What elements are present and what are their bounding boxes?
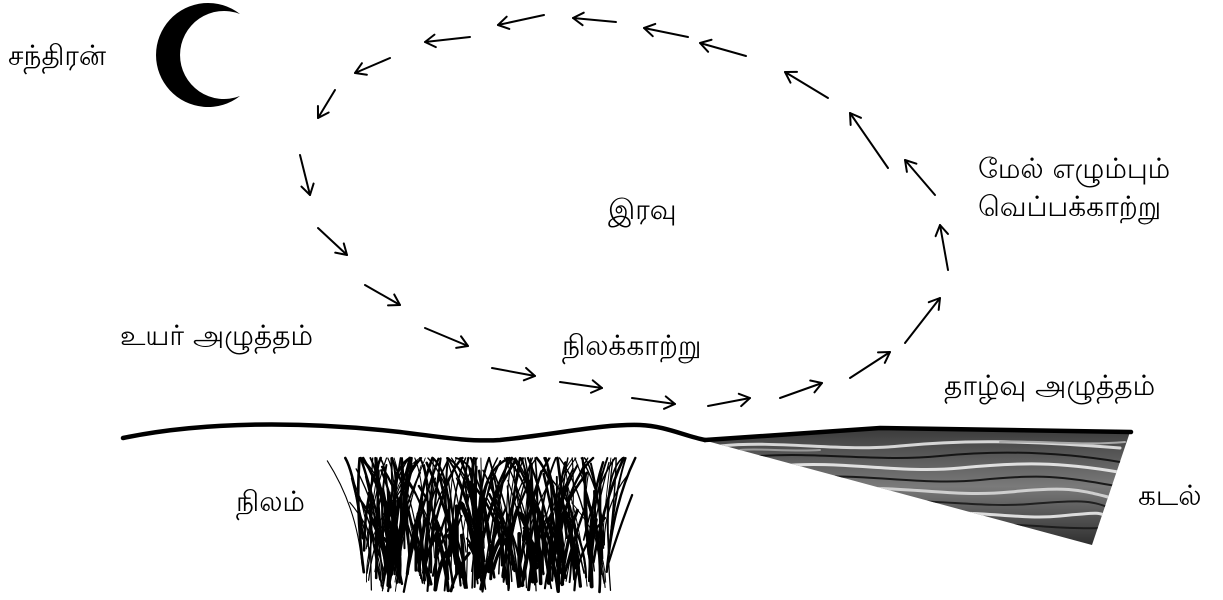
arrow-icon <box>318 90 335 118</box>
arrow-icon <box>355 58 390 75</box>
night-label: இரவு <box>608 192 677 228</box>
arrow-icon <box>425 35 470 47</box>
land-breeze-label: நிலக்காற்று <box>562 328 701 364</box>
arrow-icon <box>708 394 750 406</box>
rising-warm-air-label: மேல் எழும்பும் வெப்பக்காற்று <box>978 150 1170 226</box>
low-pressure-label: தாழ்வு அழுத்தம் <box>944 368 1155 404</box>
land-label: நிலம் <box>236 484 305 520</box>
grass-blade <box>327 461 362 565</box>
arrow-icon <box>785 72 828 98</box>
arrow-icon <box>425 328 468 348</box>
ground-line <box>123 425 705 441</box>
arrow-icon <box>498 15 544 29</box>
sea-water <box>703 428 1130 545</box>
sea-label: கடல் <box>1138 478 1201 514</box>
high-pressure-label: உயர் அழுத்தம் <box>120 318 313 354</box>
moon-label: சந்திரன் <box>8 38 106 74</box>
arrow-icon <box>300 155 314 195</box>
grass-tuft-icon <box>327 458 635 592</box>
arrow-icon <box>700 40 746 56</box>
arrow-icon <box>644 24 688 37</box>
arrow-icon <box>905 160 935 195</box>
arrow-icon <box>560 380 602 392</box>
arrow-icon <box>492 368 535 380</box>
arrow-icon <box>318 228 347 255</box>
arrow-icon <box>780 381 822 398</box>
arrow-icon <box>850 352 890 378</box>
arrow-icon <box>905 298 940 343</box>
arrow-icon <box>936 225 948 270</box>
arrow-icon <box>365 285 400 305</box>
rising-warm-air-label-line1: மேல் எழும்பும் <box>978 150 1170 188</box>
arrow-icon <box>632 396 675 408</box>
rising-warm-air-label-line2: வெப்பக்காற்று <box>978 188 1170 226</box>
arrow-icon <box>850 113 888 168</box>
arrow-icon <box>573 13 616 25</box>
crescent-moon-icon <box>156 3 240 107</box>
